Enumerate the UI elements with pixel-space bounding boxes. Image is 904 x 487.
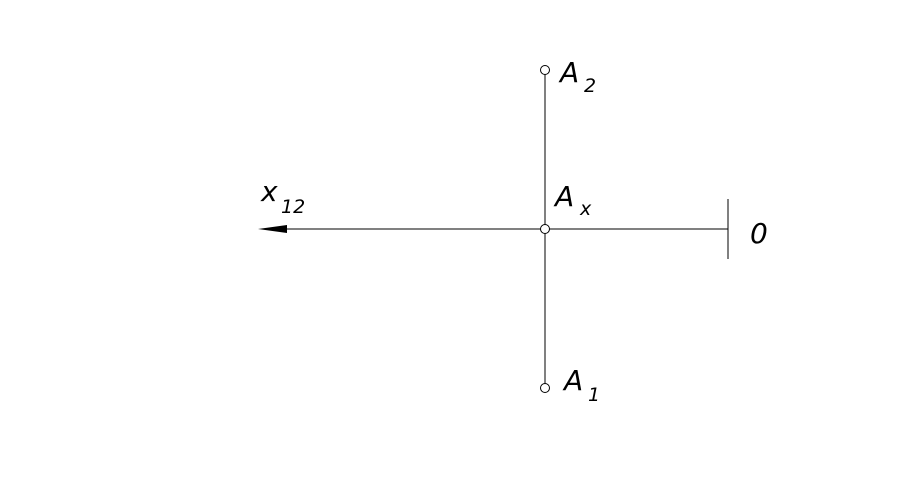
axis-arrow-icon: [258, 225, 287, 233]
point-a1-label: A: [562, 364, 583, 397]
point-ax-marker: [540, 224, 550, 234]
point-a2-marker: [540, 65, 550, 75]
point-a2-letter: A: [558, 56, 579, 89]
point-a2-index: 2: [584, 75, 596, 97]
axis-label: x: [260, 175, 278, 208]
point-a1-index: 1: [588, 384, 600, 406]
point-ax-label: A: [553, 180, 574, 213]
point-a1-letter: A: [562, 364, 583, 397]
axis-index: 12: [281, 196, 305, 218]
origin-label: 0: [750, 217, 768, 250]
point-ax-letter: A: [553, 180, 574, 213]
point-a2-label: A: [558, 56, 579, 89]
point-ax-index: x: [579, 198, 592, 220]
point-a1-marker: [540, 383, 550, 393]
